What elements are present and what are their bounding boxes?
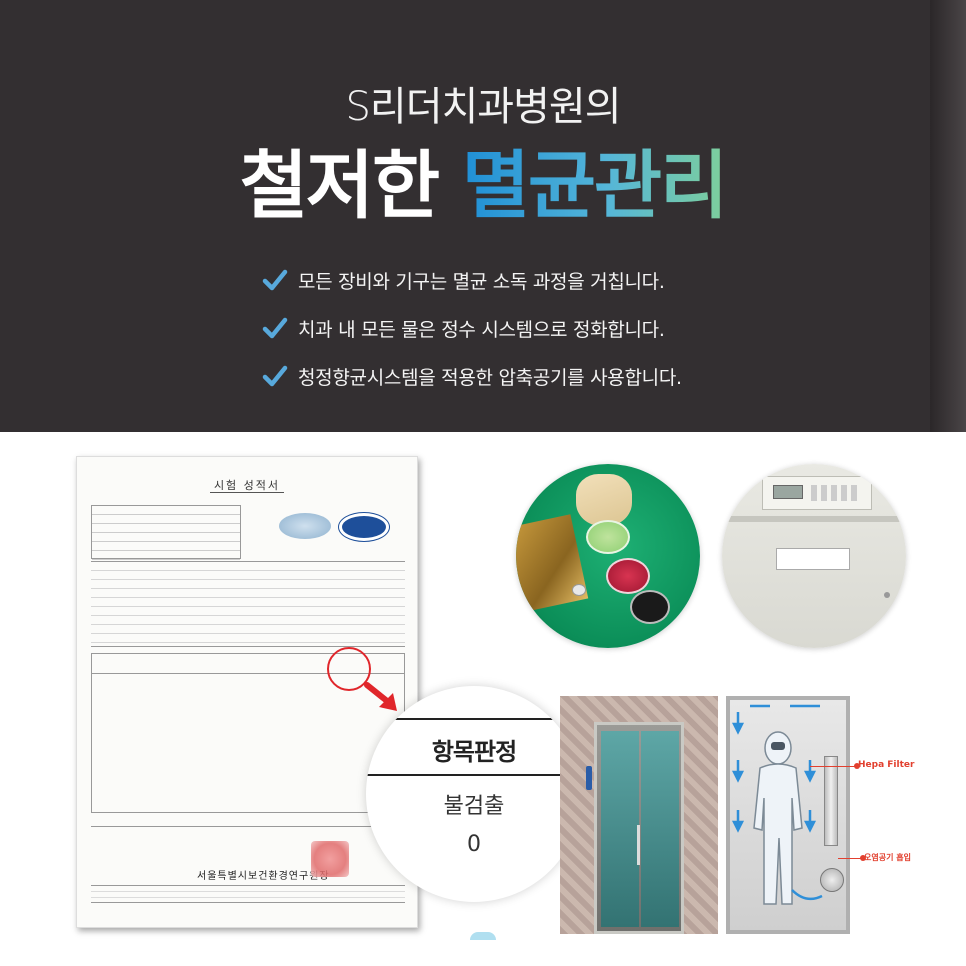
certificate-bottom-strip (91, 885, 405, 903)
callout-line (838, 858, 862, 859)
callout-line (810, 766, 856, 767)
certificate-detail-lines (91, 561, 405, 647)
hepa-filter-label: Hepa Filter (858, 760, 915, 770)
official-seal-icon (311, 841, 349, 877)
machine-seam (722, 516, 906, 522)
hero-subtitle: S리더치과병원의 (345, 84, 622, 130)
machine-control-panel (762, 476, 872, 510)
machine-label (776, 548, 850, 570)
hero-title: 철저한 멸균관리 (0, 126, 966, 233)
door-frame (594, 722, 684, 934)
door-handle (637, 825, 640, 865)
certificate-title-text: 시험 성적서 (209, 479, 285, 493)
hero-title-white: 철저한 (239, 143, 440, 229)
sterilizer-machine-photo (722, 464, 906, 648)
check-item-text: 청정향균시스템을 적용한 압축공기를 사용합니다. (298, 366, 682, 389)
petri-dish-black (630, 590, 670, 624)
door-glass-right (641, 731, 679, 927)
checkmark-icon (262, 269, 288, 291)
petri-dish-green (586, 520, 630, 554)
magnifier-value-primary: 불검출 (443, 794, 505, 819)
decorative-arc (470, 932, 496, 940)
certificate-info-table (91, 505, 241, 560)
magnifier-line-bottom (366, 774, 582, 776)
door-control-panel (586, 766, 592, 790)
hepa-filter (824, 756, 838, 846)
cleanroom-suit-figure (753, 731, 803, 905)
airflow-arrows-icon (731, 704, 823, 901)
check-item: 모든 장비와 기구는 멸균 소독 과정을 거칩니다. (262, 256, 682, 304)
gloved-hand (576, 474, 632, 526)
hero-title-gradient: 멸균관리 (461, 143, 728, 229)
air-shower-door-photo (560, 696, 718, 934)
check-item-text: 모든 장비와 기구는 멸균 소독 과정을 거칩니다. (298, 270, 665, 293)
hero-banner: S리더치과병원의 철저한 멸균관리 모든 장비와 기구는 멸균 소독 과정을 거… (0, 0, 966, 432)
petri-dish-photo (516, 464, 700, 648)
magnified-result: 항목판정 불검출 0 (366, 686, 582, 902)
certificate-footer-lines (91, 815, 405, 827)
instrument-tray (516, 514, 589, 612)
check-item: 치과 내 모든 물은 정수 시스템으로 정화합니다. (262, 304, 682, 352)
accreditation-logo (279, 513, 331, 539)
machine-display (773, 485, 803, 499)
kolas-logo (339, 513, 389, 541)
air-intake-label: 오염공기 흡입 (864, 853, 911, 862)
hero-edge-decoration (930, 0, 966, 432)
highlight-circle (327, 647, 371, 691)
magnifier-line-top (366, 718, 582, 720)
red-arrow-icon (364, 682, 397, 711)
certificate-title: 시험 성적서 (77, 477, 417, 493)
checkmark-icon (262, 365, 288, 387)
petri-dish-small (572, 584, 586, 596)
magnifier-value-secondary: 0 (467, 832, 481, 857)
callout-dot (860, 855, 866, 861)
callout-dot (854, 763, 860, 769)
certificate-authority: 서울특별시보건환경연구원장 (197, 871, 330, 882)
air-shower-diagram (726, 696, 850, 934)
check-item-text: 치과 내 모든 물은 정수 시스템으로 정화합니다. (298, 318, 665, 341)
door-glass-left (601, 731, 639, 927)
magnifier-heading: 항목판정 (431, 738, 517, 766)
checkmark-icon (262, 317, 288, 339)
machine-buttons (811, 485, 861, 501)
feature-checklist: 모든 장비와 기구는 멸균 소독 과정을 거칩니다. 치과 내 모든 물은 정수… (262, 256, 682, 400)
machine-bolt (884, 592, 890, 598)
check-item: 청정향균시스템을 적용한 압축공기를 사용합니다. (262, 352, 682, 400)
petri-dish-red (606, 558, 650, 594)
intake-fan-icon (820, 868, 844, 892)
test-certificate-document: 시험 성적서 서울특별시보건환경연구원장 (76, 456, 418, 928)
